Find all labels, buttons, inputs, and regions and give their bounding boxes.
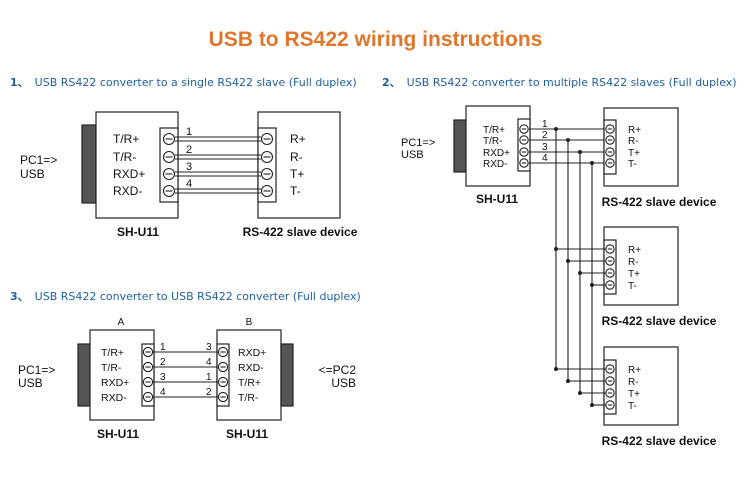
- slave-pin-2-1-0: R+: [628, 245, 641, 256]
- slave-pin-2-2-0: R+: [628, 365, 641, 376]
- a-pin-3-3: RXD-: [101, 392, 127, 404]
- a-wire-number-3-3: 4: [160, 387, 166, 398]
- slave-pin-1-2: T+: [290, 167, 304, 181]
- slave-pin-2-0-2: T+: [628, 148, 640, 159]
- slave-pin-2-0-1: R-: [628, 136, 639, 147]
- section-heading-3: 3、 USB RS422 converter to USB RS422 conve…: [10, 288, 361, 304]
- slave-terminal-block-2-2: [603, 359, 617, 415]
- slave-label-2-2: RS-422 slave device: [602, 434, 717, 448]
- wire-number-1-0: 1: [186, 126, 192, 138]
- converter-pin-2-0: T/R+: [483, 125, 505, 136]
- b-wire-number-3-0: 3: [206, 342, 212, 353]
- usb-connector-3b: [280, 343, 294, 407]
- b-pin-3-1: RXD-: [238, 362, 264, 374]
- slave-pin-1-3: T-: [290, 184, 301, 198]
- slave-pin-1-0: R+: [290, 132, 306, 146]
- wire-number-1-1: 2: [186, 144, 192, 156]
- b-pin-3-2: T/R+: [238, 377, 261, 389]
- pc2-label-3-0: <=PC2: [319, 363, 357, 377]
- wire-number-1-3: 4: [186, 178, 192, 190]
- converter-terminal-block-3a: [141, 343, 155, 407]
- slave-pin-2-1-1: R-: [628, 257, 639, 268]
- converter-pin-2-2: RXD+: [483, 148, 510, 159]
- pc1-label-3-1: USB: [18, 376, 43, 390]
- pc-label-1-1: USB: [20, 167, 45, 181]
- converter-pin-1-1: T/R-: [113, 150, 136, 164]
- slave-pin-2-1-3: T-: [628, 281, 637, 292]
- slave-label-1: RS-422 slave device: [243, 225, 358, 239]
- pc-label-1-0: PC1=>: [20, 153, 57, 167]
- pc-label-2-1: USB: [401, 149, 424, 161]
- usb-connector-1: [81, 124, 97, 204]
- pc1-label-3-0: PC1=>: [18, 363, 55, 377]
- converter-label-2: SH-U11: [476, 192, 518, 206]
- converter-terminal-block-3b: [216, 343, 230, 407]
- a-wire-number-3-1: 2: [160, 357, 166, 368]
- slave-pin-2-0-3: T-: [628, 159, 637, 170]
- section-text-2: USB RS422 converter to multiple RS422 sl…: [406, 76, 737, 89]
- usb-connector-3a: [77, 343, 91, 407]
- slave-terminal-block-2-1: [603, 239, 617, 295]
- converter-label-3b: SH-U11: [226, 427, 268, 441]
- section-heading-1: 1、 USB RS422 converter to a single RS422 …: [10, 74, 357, 90]
- a-pin-3-0: T/R+: [101, 347, 124, 359]
- b-wire-number-3-2: 1: [206, 372, 212, 383]
- converter-pin-1-0: T/R+: [113, 132, 139, 146]
- section-text-1: USB RS422 converter to a single RS422 sl…: [34, 76, 357, 89]
- converter-pin-1-2: RXD+: [113, 167, 145, 181]
- slave-pin-2-2-1: R-: [628, 377, 639, 388]
- converter-pin-2-1: T/R-: [483, 136, 502, 147]
- slave-pin-2-2-2: T+: [628, 389, 640, 400]
- slave-pin-2-1-2: T+: [628, 269, 640, 280]
- converter-label-3a: SH-U11: [97, 427, 139, 441]
- pc2-label-3-1: USB: [331, 376, 356, 390]
- wire-number-2-2: 3: [542, 142, 548, 153]
- b-pin-3-0: RXD+: [238, 347, 266, 359]
- converter-label-1: SH-U11: [117, 225, 159, 239]
- wire-number-2-0: 1: [542, 119, 548, 130]
- a-wire-number-3-0: 1: [160, 342, 166, 353]
- section-text-3: USB RS422 converter to USB RS422 convert…: [34, 290, 361, 303]
- a-pin-3-2: RXD+: [101, 377, 129, 389]
- slave-pin-2-0-0: R+: [628, 125, 641, 136]
- wire-number-1-2: 3: [186, 161, 192, 173]
- converter-pin-2-3: RXD-: [483, 159, 507, 170]
- slave-pin-2-2-3: T-: [628, 401, 637, 412]
- converter-pin-1-3: RXD-: [113, 184, 142, 198]
- converter-terminal-block-1: [159, 127, 179, 203]
- slave-label-2-1: RS-422 slave device: [602, 314, 717, 328]
- a-pin-3-1: T/R-: [101, 362, 122, 374]
- slave-pin-1-1: R-: [290, 150, 303, 164]
- wire-number-2-1: 2: [542, 130, 548, 141]
- usb-connector-2: [453, 119, 467, 173]
- converter-letter-a: A: [118, 317, 125, 328]
- page-title: USB to RS422 wiring instructions: [208, 28, 543, 51]
- section-number-3: 3、: [10, 290, 29, 303]
- b-pin-3-3: T/R-: [238, 392, 259, 404]
- b-wire-number-3-3: 2: [206, 387, 212, 398]
- b-wire-number-3-1: 4: [206, 357, 212, 368]
- wire-number-2-3: 4: [542, 153, 548, 164]
- section-number-2: 2、: [382, 76, 401, 89]
- slave-label-2-0: RS-422 slave device: [602, 195, 717, 209]
- pc-label-2-0: PC1=>: [401, 137, 435, 149]
- a-wire-number-3-2: 3: [160, 372, 166, 383]
- slave-terminal-block-1: [257, 127, 277, 203]
- section-number-1: 1、: [10, 76, 29, 89]
- converter-letter-b: B: [246, 317, 253, 328]
- section-heading-2: 2、 USB RS422 converter to multiple RS422 …: [382, 74, 737, 90]
